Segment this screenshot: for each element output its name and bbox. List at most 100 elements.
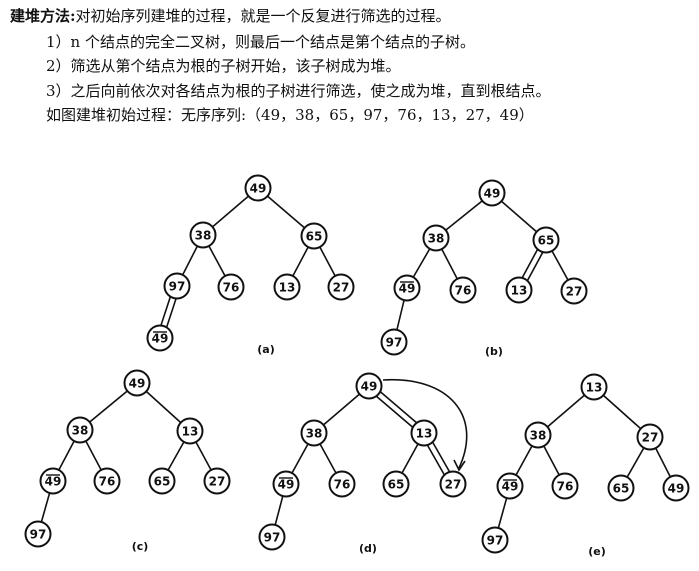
node-value: 27 [209,475,226,489]
node-value: 76 [557,480,574,494]
tree-node: 97 [24,520,52,548]
node-circle [93,467,121,495]
tree-node: 97 [163,272,191,300]
node-value: 27 [445,478,462,492]
tree-node: 38 [422,224,450,252]
node-circle [439,470,467,498]
node-value: 76 [455,284,472,298]
node-circle [355,372,383,400]
swap-edge [426,444,445,476]
node-circle [422,224,450,252]
tree-caption: (d) [359,542,377,555]
tree-node: 38 [524,421,552,449]
node-circle [24,520,52,548]
node-value: 38 [195,229,212,243]
arrow-head [453,459,466,472]
node-circle [580,373,608,401]
node-value: 13 [586,381,603,395]
tree-node: 27 [439,470,467,498]
node-value: 49 [399,282,416,296]
node-value: 65 [306,230,323,244]
swap-edge [432,441,451,473]
node-value: 49 [45,475,62,489]
swap-curve-arrow [382,379,468,469]
heading-body: 对初始序列建堆的过程，就是一个反复进行筛选的过程。 [75,7,451,25]
tree-node: 13 [505,276,533,304]
node-value: 27 [566,285,583,299]
node-value: 13 [182,425,199,439]
tree-node: 38 [66,416,94,444]
swap-edge [376,395,414,428]
heap-tree-2: 49 38 13 49 76 65 27 97 (c) [24,369,231,553]
node-circle [382,470,410,498]
node-value: 76 [99,475,116,489]
tree-node: 38 [189,221,217,249]
node-circle [524,421,552,449]
node-circle [300,419,328,447]
node-value: 38 [306,427,323,441]
node-value: 13 [416,427,433,441]
node-circle [478,179,506,207]
tree-node: 76 [551,472,579,500]
tree-node: 65 [300,222,328,250]
node-value: 97 [169,280,186,294]
node-value: 49 [129,377,146,391]
node-value: 13 [511,284,528,298]
node-circle [258,523,286,551]
tree-node: 76 [93,467,121,495]
tree-node: 49 [123,369,151,397]
swap-edge [379,391,417,424]
tree-node: 49 [496,472,524,500]
node-circle [123,369,151,397]
tree-caption: (a) [257,343,274,356]
node-circle [410,419,438,447]
tree-node: 13 [410,419,438,447]
swap-edge [521,249,539,278]
tree-node: 65 [148,467,176,495]
tree-node: 49 [39,467,67,495]
node-value: 65 [538,234,555,248]
node-value: 76 [223,281,240,295]
node-value: 38 [428,232,445,246]
tree-node: 27 [636,423,664,451]
node-value: 49 [152,332,169,346]
tree-node: 49 [244,174,272,202]
tree-node: 97 [481,526,509,554]
node-circle [551,472,579,500]
tree-node: 97 [258,523,286,551]
node-value: 38 [530,429,547,443]
node-value: 49 [502,480,519,494]
node-value: 49 [668,482,685,496]
node-circle [481,526,509,554]
tree-node: 27 [560,277,588,305]
node-circle [380,328,408,356]
node-value: 49 [361,380,378,394]
node-circle [300,222,328,250]
node-circle [505,276,533,304]
tree-node: 27 [203,467,231,495]
node-circle [163,272,191,300]
tree-node: 13 [580,373,608,401]
tree-node: 49 [478,179,506,207]
node-value: 13 [279,281,296,295]
tree-node: 65 [607,474,635,502]
example-sequence: 如图建堆初始过程：无序序列:（49，38，65，97，76，13，27，49） [46,106,534,124]
node-circle [607,474,635,502]
node-value: 38 [72,424,89,438]
node-value: 49 [484,187,501,201]
node-circle [449,276,477,304]
node-circle [189,221,217,249]
tree-node: 13 [176,417,204,445]
node-value: 49 [250,182,267,196]
tree-node: 76 [328,470,356,498]
tree-node: 97 [380,328,408,356]
tree-caption: (c) [132,540,149,553]
tree-node: 49 [355,372,383,400]
node-value: 97 [30,528,47,542]
node-value: 65 [388,478,405,492]
node-circle [636,423,664,451]
